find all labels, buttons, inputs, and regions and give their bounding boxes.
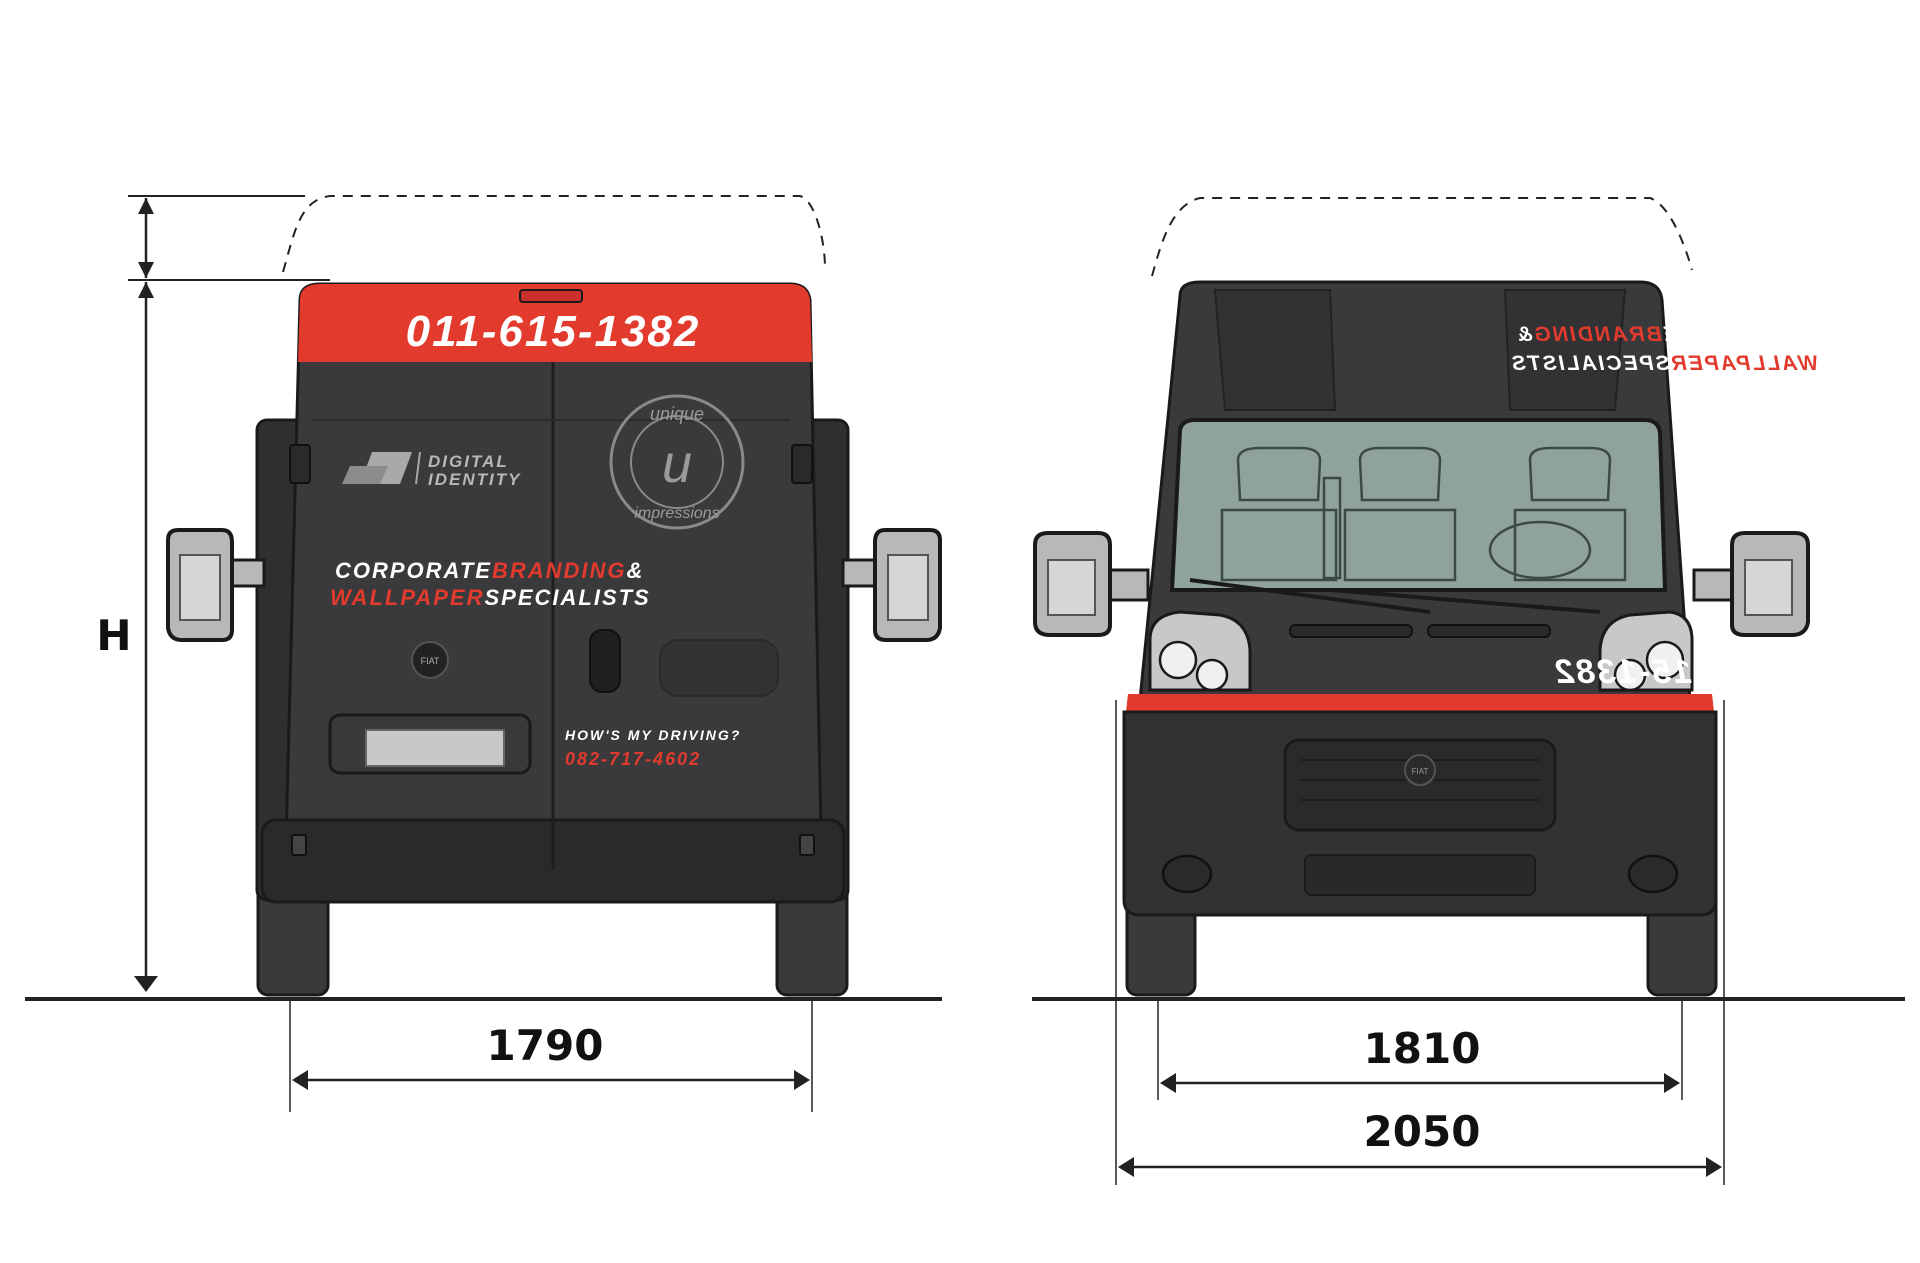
svg-text:FIAT: FIAT (421, 656, 440, 666)
rear-slogan-line-1: CORPORATEBRANDING& (335, 558, 644, 583)
right-fog-light (1627, 854, 1679, 894)
rear-phone-banner (298, 284, 812, 362)
rear-fiat-badge (411, 641, 449, 679)
rear-left-mirror (166, 528, 266, 642)
front-right-mirror (1692, 531, 1810, 637)
left-headlight (1148, 610, 1252, 692)
front-high-roof-outline (1151, 197, 1693, 277)
rear-width-label: 1790 (487, 1021, 604, 1070)
right-wiper (1329, 588, 1601, 614)
digital-identity-logo: DIGITAL IDENTITY (342, 451, 521, 489)
svg-text:011-615-1382: 011-615-1382 (1553, 653, 1786, 691)
right-headlight (1598, 610, 1694, 692)
left-fog-light (1161, 854, 1213, 894)
front-fiat-badge (1404, 754, 1436, 786)
stamp-top-text: unique (650, 404, 704, 424)
rear-right-mirror (841, 528, 942, 642)
height-dimension: H (96, 195, 330, 992)
svg-text:CORPORATEBRANDING&: CORPORATEBRANDING& (1516, 323, 1813, 346)
height-label: H (96, 611, 131, 660)
overall-width-label: 2050 (1364, 1107, 1481, 1156)
front-track-label: 1810 (1364, 1024, 1481, 1073)
driving-question: HOW'S MY DRIVING? (565, 727, 741, 743)
overall-width-dimension: 2050 (1115, 700, 1725, 1185)
logo-line-1: DIGITAL (428, 452, 509, 471)
van-front-view: CORPORATEBRANDING& WALLPAPERSPECIALISTS (1033, 280, 1818, 997)
front-track-dimension: 1810 (1157, 1000, 1683, 1100)
van-rear-view: 011-615-1382 DIGITAL IDENTITY (166, 282, 942, 997)
licence-plate (365, 729, 505, 767)
rear-width-dimension: 1790 (289, 1000, 813, 1112)
cabin-seats (1220, 446, 1627, 582)
driving-phone: 082-717-4602 (565, 749, 701, 769)
front-red-stripe (1126, 694, 1714, 712)
left-wiper (1189, 578, 1431, 614)
stamp-letter: u (662, 434, 692, 494)
windscreen (1169, 418, 1668, 592)
rear-door-handle (589, 629, 621, 693)
rear-phone-number: 011-615-1382 (406, 307, 701, 356)
svg-text:FIAT: FIAT (1412, 767, 1429, 776)
rear-slogan-line-2: WALLPAPERSPECIALISTS (330, 585, 651, 610)
front-mirrored-phone: 011-615-1382 (1553, 653, 1786, 691)
rear-high-roof-outline (282, 195, 826, 273)
lower-intake (1304, 854, 1536, 896)
logo-line-2: IDENTITY (428, 470, 521, 489)
svg-text:WALLPAPERSPECIALISTS: WALLPAPERSPECIALISTS (1510, 352, 1818, 375)
unique-impressions-stamp: unique u impressions (609, 394, 745, 530)
front-mirrored-slogan: CORPORATEBRANDING& WALLPAPERSPECIALISTS (1510, 323, 1818, 375)
front-left-mirror (1033, 531, 1150, 637)
stamp-bottom-text: impressions (634, 505, 719, 522)
